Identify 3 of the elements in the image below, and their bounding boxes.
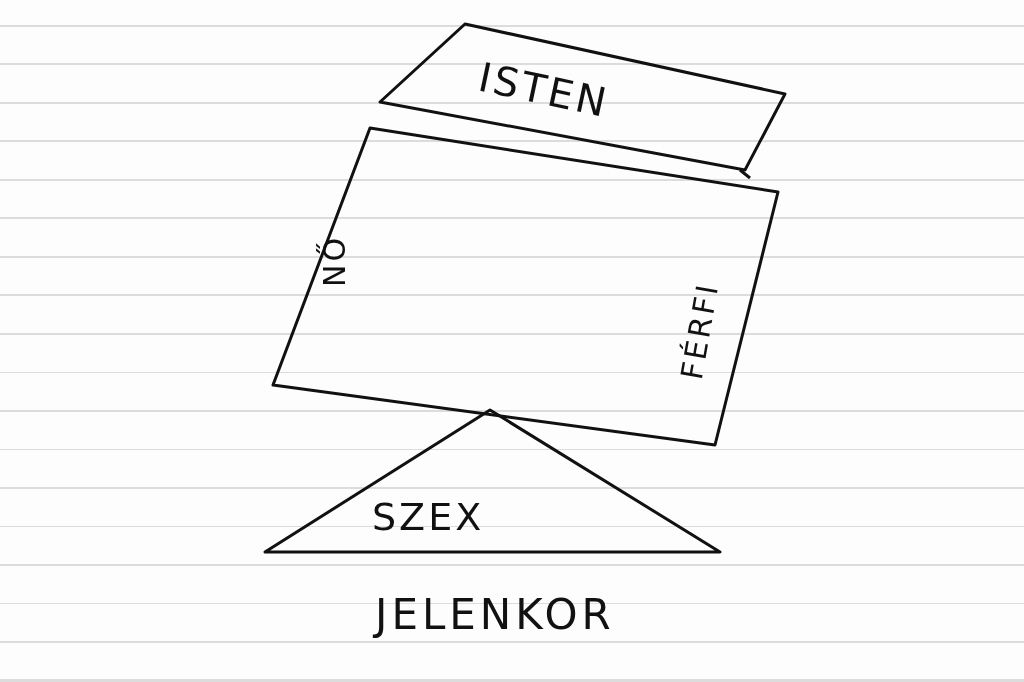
shape-label: ISTEN	[475, 56, 613, 124]
shape-label: FÉRFI	[676, 280, 724, 382]
shape-label: SZEX	[372, 498, 485, 536]
